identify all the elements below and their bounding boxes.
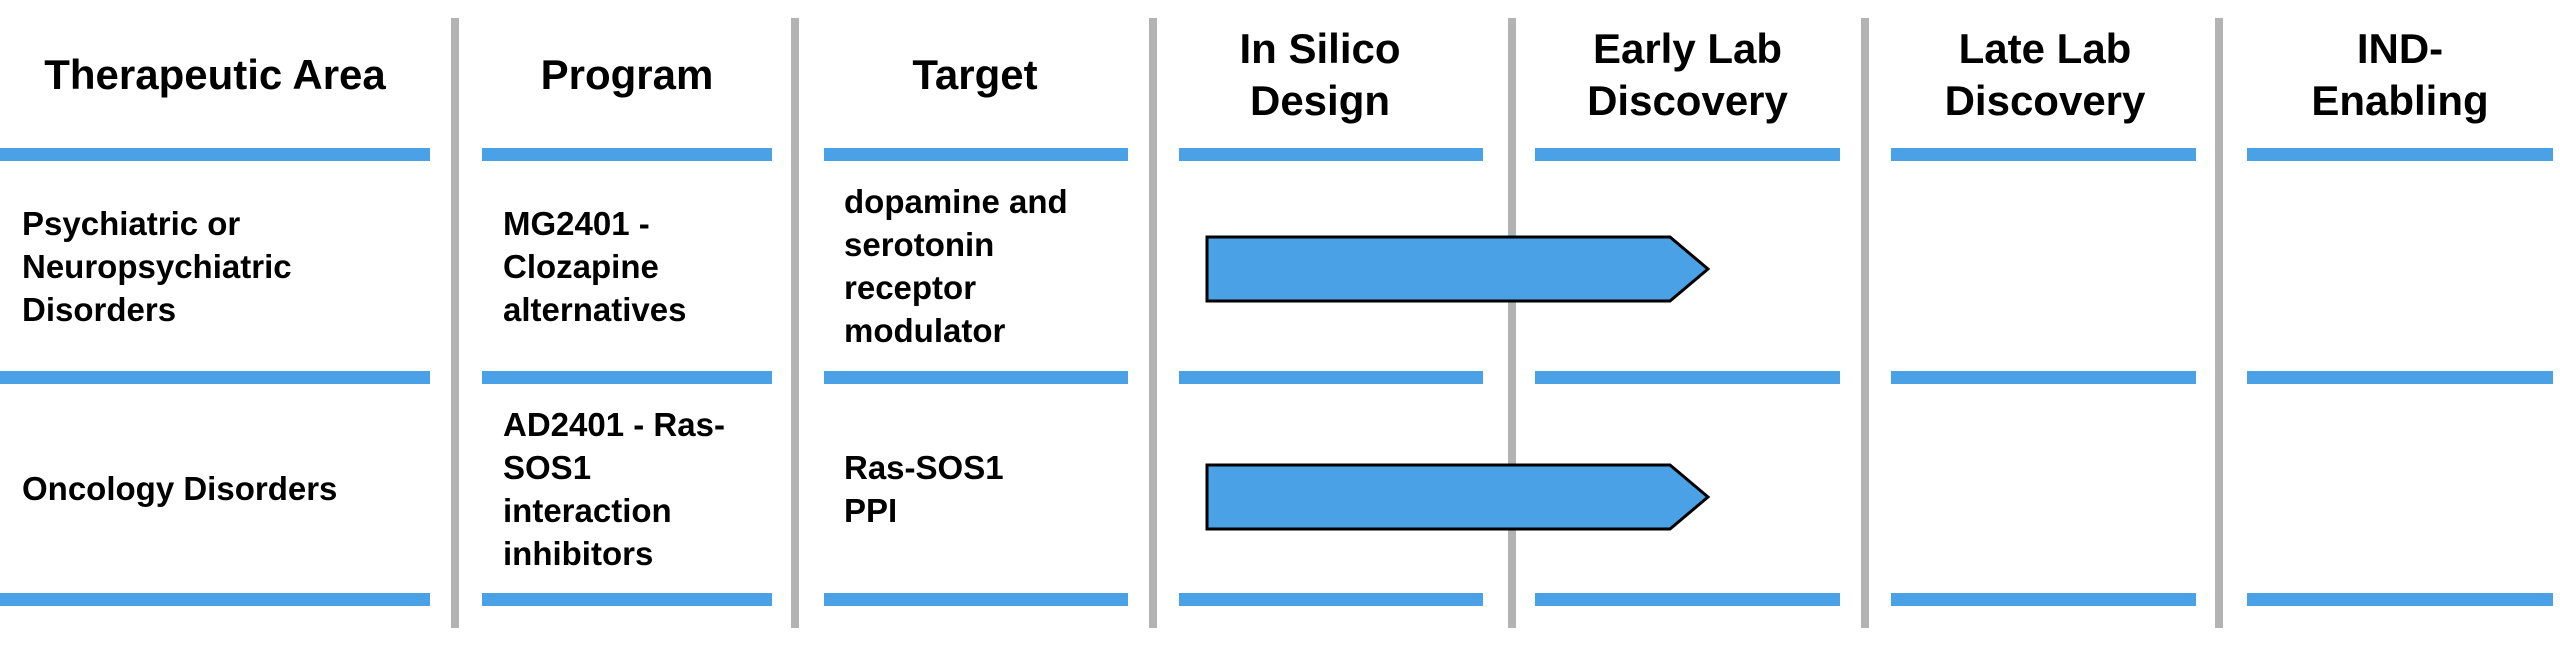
row-rule bbox=[0, 593, 430, 606]
row-rule bbox=[1179, 371, 1483, 384]
row-2-target: Ras-SOS1 PPI bbox=[844, 448, 1004, 529]
row-rule bbox=[824, 593, 1128, 606]
header-rule bbox=[1891, 148, 2196, 161]
column-divider bbox=[2215, 18, 2223, 628]
row-rule bbox=[1179, 593, 1483, 606]
header-rule bbox=[824, 148, 1128, 161]
row-2-therapeutic-area: Oncology Disorders bbox=[22, 470, 338, 507]
column-divider bbox=[1861, 18, 1869, 628]
row-rule bbox=[1891, 593, 2196, 606]
row-2-program: AD2401 - Ras-SOS1 interaction inhibitors bbox=[503, 405, 725, 572]
header-early-lab-discovery: Early Lab Discovery bbox=[1587, 25, 1788, 124]
row-rule bbox=[1535, 593, 1840, 606]
row-1-program: MG2401 - Clozapine alternatives bbox=[503, 204, 687, 328]
header-rule bbox=[0, 148, 430, 161]
row-rule bbox=[824, 371, 1128, 384]
row-rule bbox=[1535, 371, 1840, 384]
row-rule bbox=[482, 593, 772, 606]
header-target: Target bbox=[912, 51, 1038, 98]
column-divider bbox=[451, 18, 459, 628]
row-2-progress-arrow bbox=[1205, 463, 1710, 531]
header-rule bbox=[1535, 148, 1840, 161]
row-rule bbox=[482, 371, 772, 384]
header-rule bbox=[2247, 148, 2553, 161]
row-1-target: dopamine and serotonin receptor modulato… bbox=[844, 183, 1068, 349]
header-therapeutic-area: Therapeutic Area bbox=[44, 51, 386, 98]
row-rule bbox=[2247, 593, 2553, 606]
header-late-lab-discovery: Late Lab Discovery bbox=[1944, 25, 2146, 124]
row-1-therapeutic-area: Psychiatric or Neuropsychiatric Disorder… bbox=[22, 204, 292, 328]
row-rule bbox=[0, 371, 430, 384]
row-1-progress-arrow bbox=[1205, 235, 1710, 303]
row-rule bbox=[2247, 371, 2553, 384]
column-divider bbox=[1149, 18, 1157, 628]
header-rule bbox=[482, 148, 772, 161]
header-in-silico-design: In Silico Design bbox=[1239, 25, 1401, 124]
header-rule bbox=[1179, 148, 1483, 161]
header-ind-enabling: IND-Enabling bbox=[2311, 25, 2489, 124]
column-divider bbox=[1508, 18, 1516, 628]
row-rule bbox=[1891, 371, 2196, 384]
column-divider bbox=[791, 18, 799, 628]
header-program: Program bbox=[540, 51, 714, 98]
